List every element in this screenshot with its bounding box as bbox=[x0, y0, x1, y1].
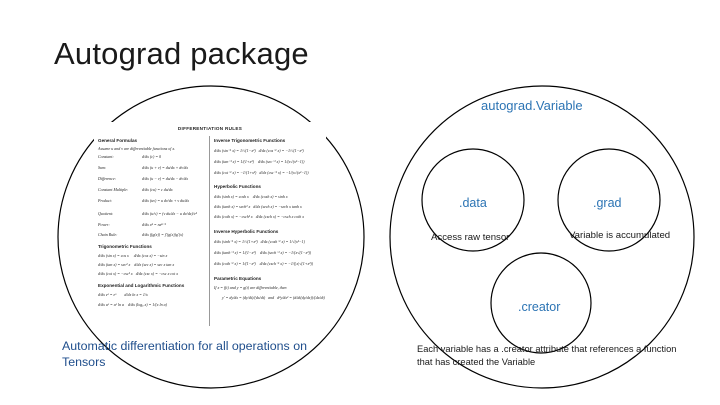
sheet-section: Hyperbolic Functions bbox=[214, 184, 261, 189]
sheet-row: Assume u and v are differentiable functi… bbox=[98, 146, 176, 151]
sheet-row: Difference: bbox=[98, 176, 117, 181]
sheet-section: Parametric Equations bbox=[214, 276, 262, 281]
differentiation-rules-sheet: DIFFERENTIATION RULES General Formulas A… bbox=[94, 122, 326, 332]
right-caption: Each variable has a .creator attribute t… bbox=[417, 344, 677, 367]
sheet-section: Inverse Hyperbolic Functions bbox=[214, 229, 279, 234]
sheet-row: Constant: bbox=[98, 154, 114, 159]
creator-node-label: .creator bbox=[518, 300, 561, 314]
variable-title: autograd.Variable bbox=[481, 98, 583, 113]
data-circle bbox=[421, 148, 525, 252]
sheet-row: Power: bbox=[98, 222, 110, 227]
sheet-divider bbox=[209, 136, 210, 326]
grad-circle bbox=[557, 148, 661, 252]
data-node-description: Access raw tensor bbox=[431, 232, 510, 243]
sheet-section: Trigonometric Functions bbox=[98, 244, 152, 249]
right-circle bbox=[389, 85, 695, 389]
sheet-section: Inverse Trigonometric Functions bbox=[214, 138, 286, 143]
sheet-row: Constant Multiple: bbox=[98, 187, 129, 192]
slide-title: Autograd package bbox=[54, 36, 309, 71]
data-node-label: .data bbox=[459, 196, 487, 210]
sheet-row: Sum: bbox=[98, 165, 107, 170]
sheet-row: Quotient: bbox=[98, 211, 114, 216]
left-caption: Automatic differentiation for all operat… bbox=[62, 339, 307, 369]
sheet-row: Product: bbox=[98, 198, 113, 203]
sheet-title: DIFFERENTIATION RULES bbox=[177, 126, 243, 131]
creator-circle bbox=[490, 252, 592, 354]
left-circle bbox=[57, 85, 365, 389]
grad-node-label: .grad bbox=[593, 196, 622, 210]
sheet-section: General Formulas bbox=[98, 138, 138, 143]
sheet-section: Exponential and Logarithmic Functions bbox=[98, 283, 185, 288]
grad-node-description: Variable is accumulated bbox=[569, 230, 671, 241]
sheet-row: Chain Rule: bbox=[98, 232, 118, 237]
